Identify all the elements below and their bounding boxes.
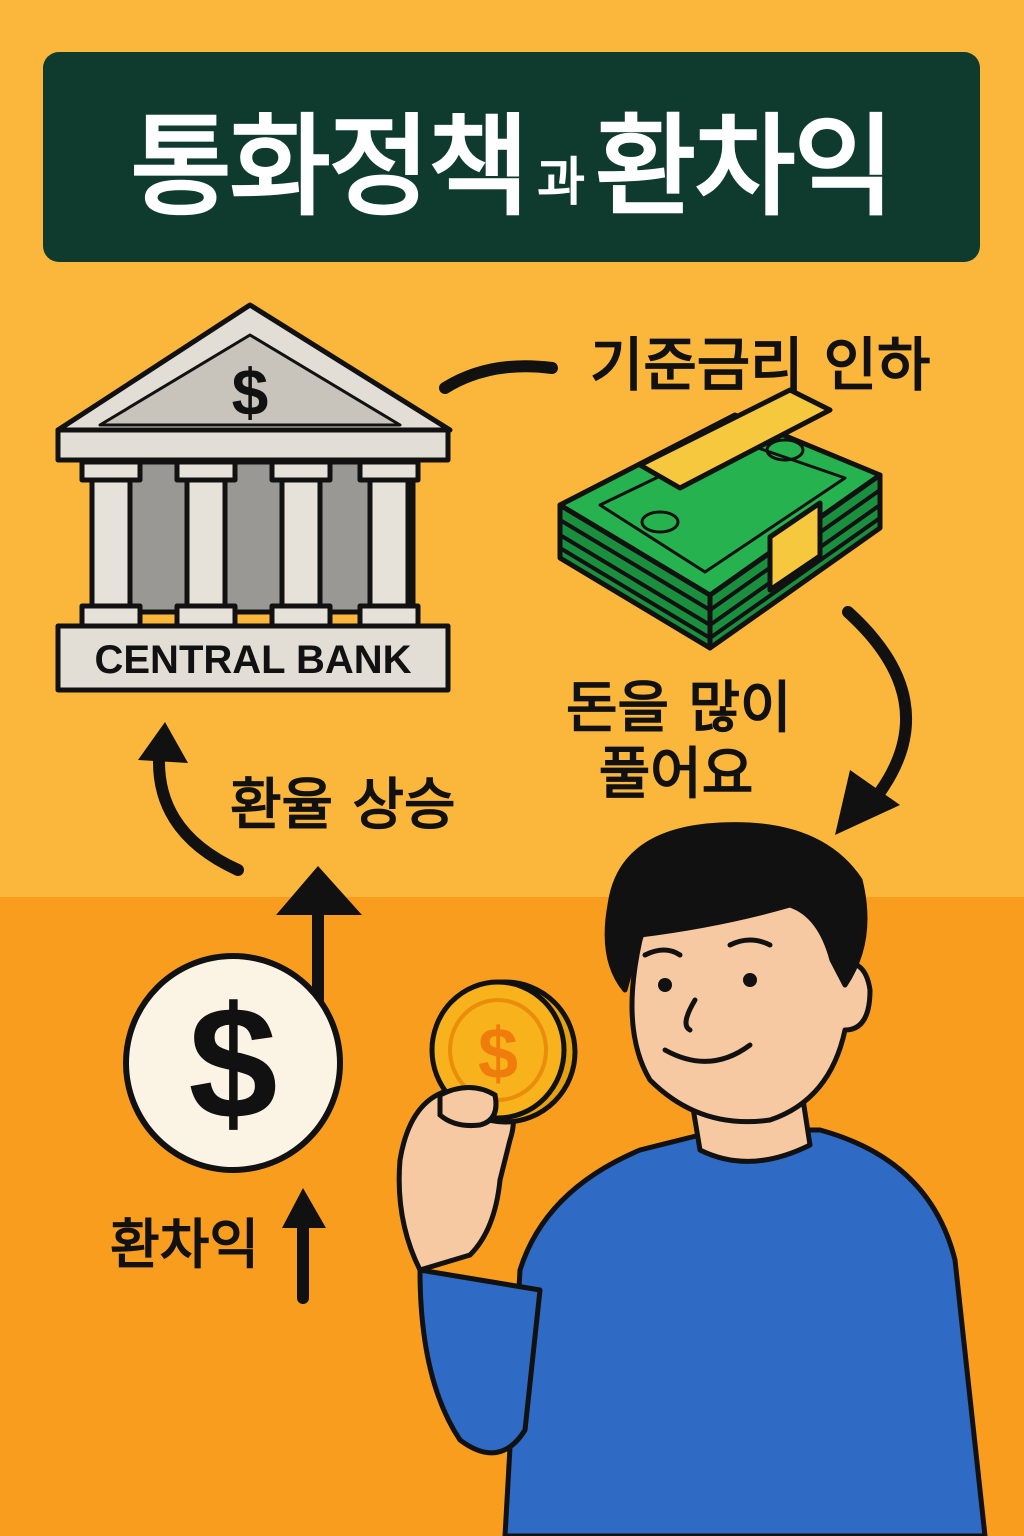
label-exchange-rate-rise: 환율 상승 <box>230 773 456 838</box>
bank-pediment-symbol: $ <box>232 355 269 429</box>
arrow-icon <box>153 360 913 1304</box>
arrowheads <box>138 722 900 1228</box>
label-fx-gain: 환차익 <box>110 1213 260 1276</box>
person-face <box>642 937 773 1064</box>
label-money-release-line1: 돈을 많이 <box>566 676 792 741</box>
bank-icon <box>55 302 453 693</box>
person-illustration <box>396 822 988 1536</box>
title-banner: 통화정책 과 환차익 <box>43 52 980 262</box>
title-part1: 통화정책 <box>130 103 529 231</box>
bank-sign: CENTRAL BANK <box>94 637 412 682</box>
label-rate-cut: 기준금리 인하 <box>590 331 931 399</box>
gold-coin-symbol: $ <box>478 1014 518 1094</box>
dollar-coin-icon <box>123 953 343 1173</box>
title-conjunction: 과 <box>537 152 586 213</box>
person-fingers <box>437 1085 499 1128</box>
label-money-release-line2: 풀어요 <box>598 742 754 807</box>
label-money-release: 돈을 많이 풀어요 <box>566 676 792 808</box>
person-eyes <box>658 973 757 992</box>
money-stack-icon <box>557 387 883 651</box>
dollar-coin-symbol: $ <box>189 973 278 1152</box>
title-part2: 환차익 <box>595 103 895 231</box>
